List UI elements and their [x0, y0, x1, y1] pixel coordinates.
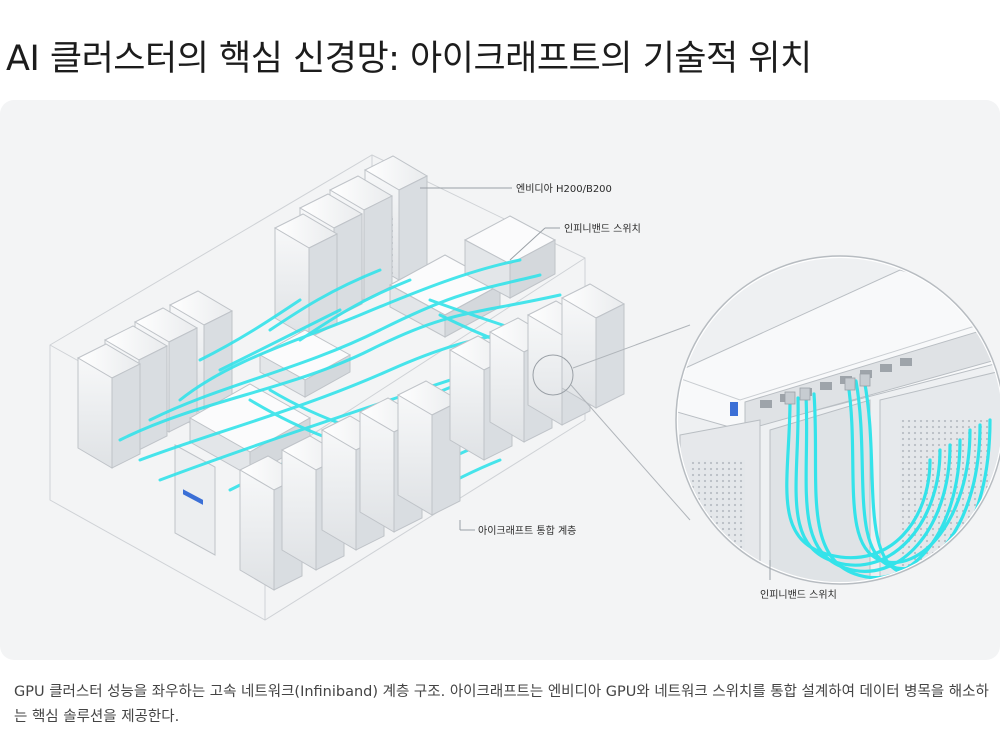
- callout-switch-zoom-label: 인피니밴드 스위치: [760, 588, 837, 601]
- zoom-detail: [670, 250, 1000, 590]
- figure-caption: GPU 클러스터 성능을 좌우하는 고속 네트워크(Infiniband) 계층…: [14, 680, 990, 730]
- callout-gpu-label: 엔비디아 H200/B200: [516, 183, 612, 195]
- cluster-illustration: 엔비디아 H200/B200 인피니밴드 스위치 아이크래프트 통합 계층 인피…: [0, 100, 1000, 660]
- cluster-svg: 엔비디아 H200/B200 인피니밴드 스위치 아이크래프트 통합 계층 인피…: [0, 100, 1000, 660]
- page-title: AI 클러스터의 핵심 신경망: 아이크래프트의 기술적 위치: [6, 30, 812, 81]
- callout-integration-label: 아이크래프트 통합 계층: [478, 525, 576, 537]
- callout-switch-label: 인피니밴드 스위치: [564, 222, 641, 235]
